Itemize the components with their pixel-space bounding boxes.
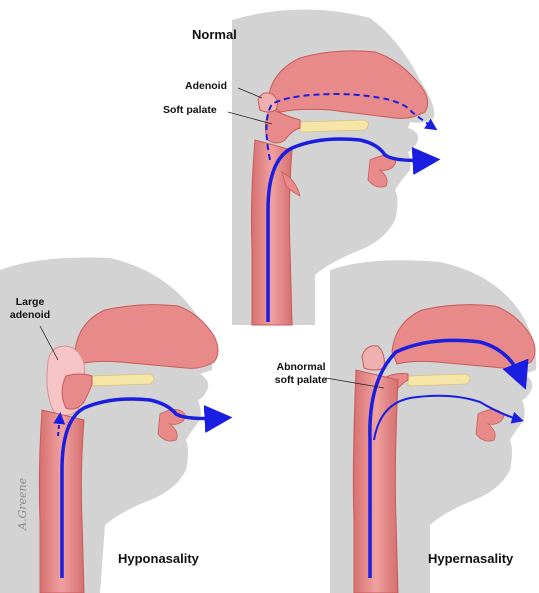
nasal-cavity-hypo (74, 304, 219, 369)
label-soft-palate: Soft palate (163, 104, 217, 116)
panel-hypernasality (325, 260, 537, 593)
label-abnormal-soft-palate: Abnormal soft palate (268, 361, 334, 386)
airflow-oral-hyper (373, 394, 524, 441)
soft-palate-hypo (61, 373, 93, 410)
label-abnormal-soft-palate-line2: soft palate (274, 373, 328, 386)
leader-adenoid (237, 87, 263, 99)
artist-signature: A.Greene (16, 477, 29, 530)
adenoid-hyper (361, 345, 385, 371)
epiglottis-normal (281, 171, 301, 197)
tongue-hypo (80, 402, 172, 441)
label-large-adenoid-line2: adenoid (9, 308, 51, 321)
panel-hyponasality (0, 257, 233, 593)
leader-soft-palate (227, 111, 273, 125)
tongue-hyper (398, 402, 490, 441)
label-adenoid: Adenoid (185, 80, 227, 92)
panel-title-hyponasality: Hyponasality (118, 551, 199, 566)
panel-normal (227, 9, 441, 326)
panel-title-normal: Normal (192, 27, 237, 42)
airflow-oral-normal (266, 137, 441, 322)
panel-title-hypernasality: Hypernasality (428, 551, 514, 566)
label-large-adenoid-line1: Large (15, 296, 45, 308)
tongue-normal (285, 140, 382, 181)
leader-abnormal-soft-palate (325, 377, 385, 389)
leader-large-adenoid (39, 325, 59, 361)
lips-hypo (157, 409, 187, 442)
lips-hyper (475, 409, 505, 442)
pharynx-normal (250, 139, 293, 326)
soft-palate-normal (264, 107, 301, 144)
label-abnormal-soft-palate-line1: Abnormal (276, 361, 326, 373)
hard-palate-normal (299, 119, 369, 133)
airflow-blocked-hypo (53, 412, 66, 437)
airflow-oral-hypo (60, 397, 233, 578)
airflow-nasal-hyper (368, 338, 529, 578)
label-large-adenoid: Large adenoid (4, 296, 56, 321)
hard-palate-hyper (407, 373, 471, 387)
pharynx-hyper (352, 369, 399, 593)
hard-palate-hypo (89, 373, 155, 387)
nasal-cavity-normal (267, 50, 429, 119)
